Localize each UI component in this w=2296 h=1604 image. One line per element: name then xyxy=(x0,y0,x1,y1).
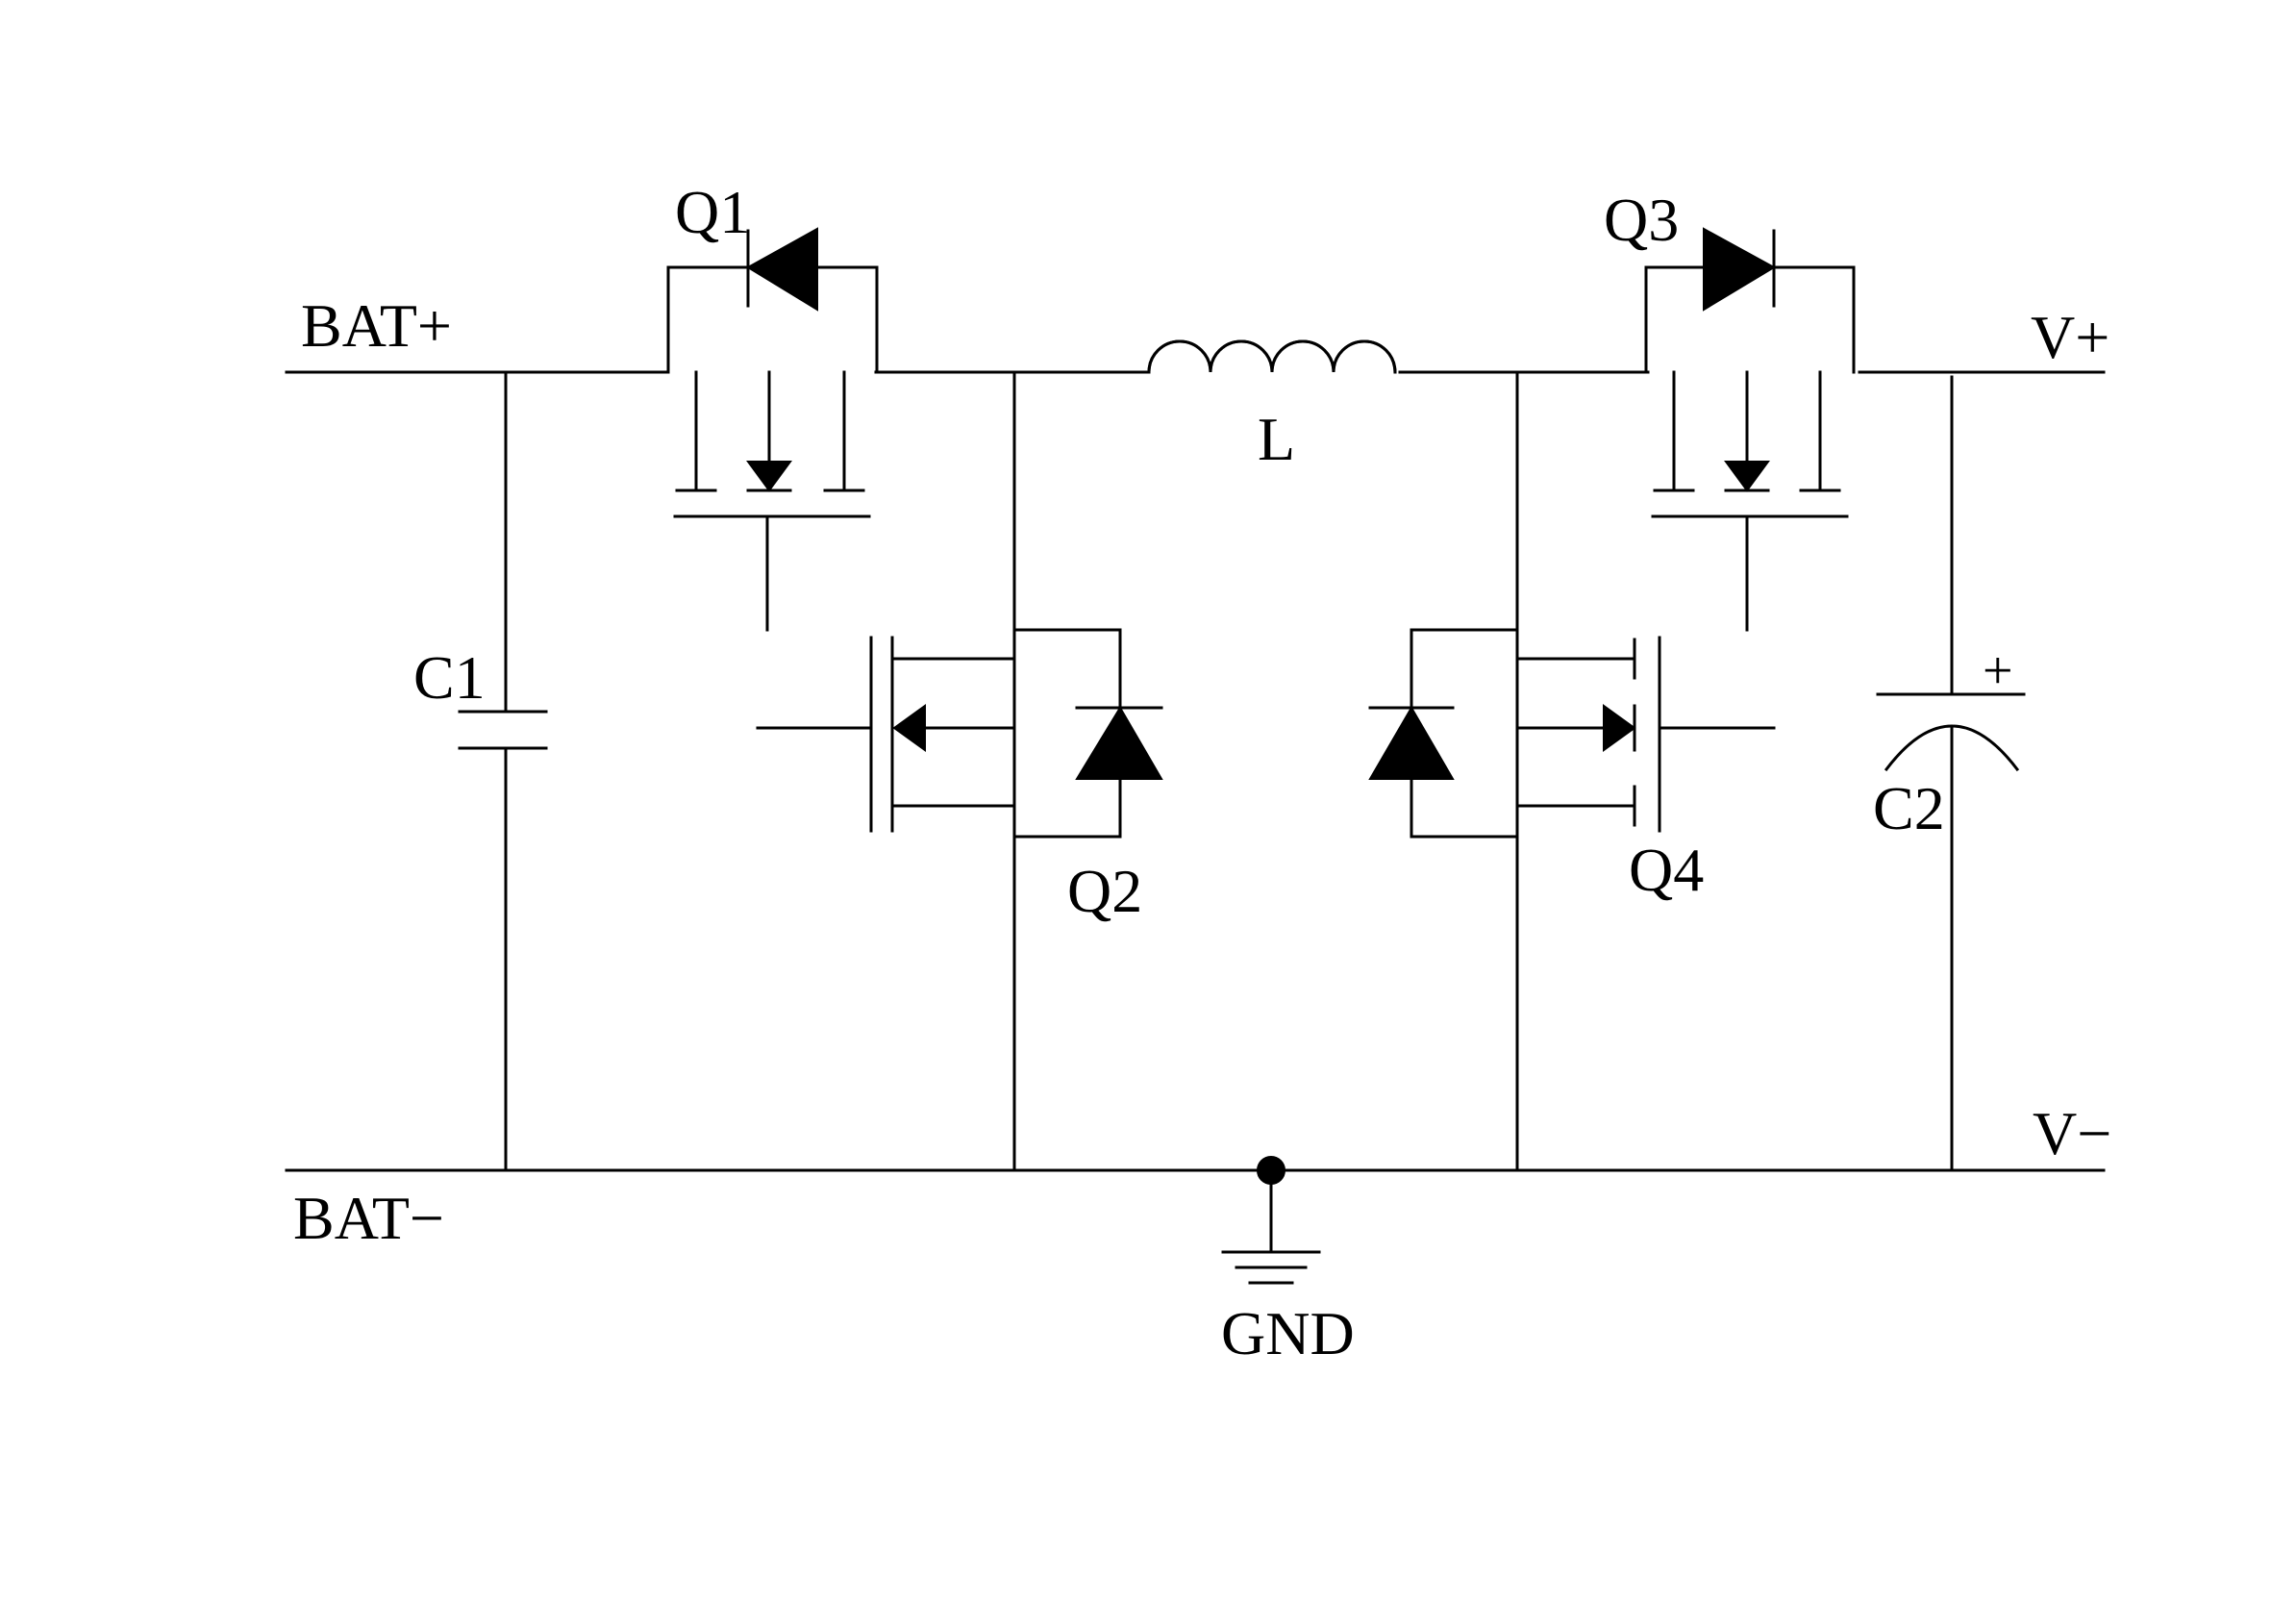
capacitor-c2 xyxy=(1876,375,2026,1172)
label-q3: Q3 xyxy=(1604,186,1679,254)
mosfet-q1 xyxy=(666,227,879,632)
label-q2: Q2 xyxy=(1067,857,1142,925)
q1-arrow-icon xyxy=(746,461,792,492)
label-v-minus: V− xyxy=(2033,1099,2111,1167)
q3-arrow-icon xyxy=(1724,461,1770,492)
label-q1: Q1 xyxy=(675,178,750,246)
q2-arrow-icon xyxy=(892,704,926,752)
label-bat-minus: BAT− xyxy=(293,1184,444,1252)
ground-symbol xyxy=(1221,1156,1321,1285)
q1-diode-icon xyxy=(746,227,818,312)
label-bat-plus: BAT+ xyxy=(301,291,452,360)
mosfet-q3 xyxy=(1644,227,1856,632)
mosfet-q2 xyxy=(756,370,1163,1172)
label-c2: C2 xyxy=(1873,774,1945,842)
label-q4: Q4 xyxy=(1629,836,1704,904)
label-inductor-l: L xyxy=(1258,405,1295,473)
label-gnd: GND xyxy=(1221,1299,1355,1367)
q4-arrow-icon xyxy=(1603,704,1636,752)
label-c2-polarity: + xyxy=(1983,641,2013,701)
label-c1: C1 xyxy=(413,643,486,712)
q4-diode-icon xyxy=(1368,706,1455,780)
mosfet-q4 xyxy=(1368,370,1776,1172)
label-v-plus: V+ xyxy=(2031,303,2109,371)
inductor-l xyxy=(1147,339,1397,374)
q3-diode-icon xyxy=(1703,227,1777,312)
capacitor-c1 xyxy=(458,370,548,1172)
q2-diode-icon xyxy=(1075,706,1163,780)
